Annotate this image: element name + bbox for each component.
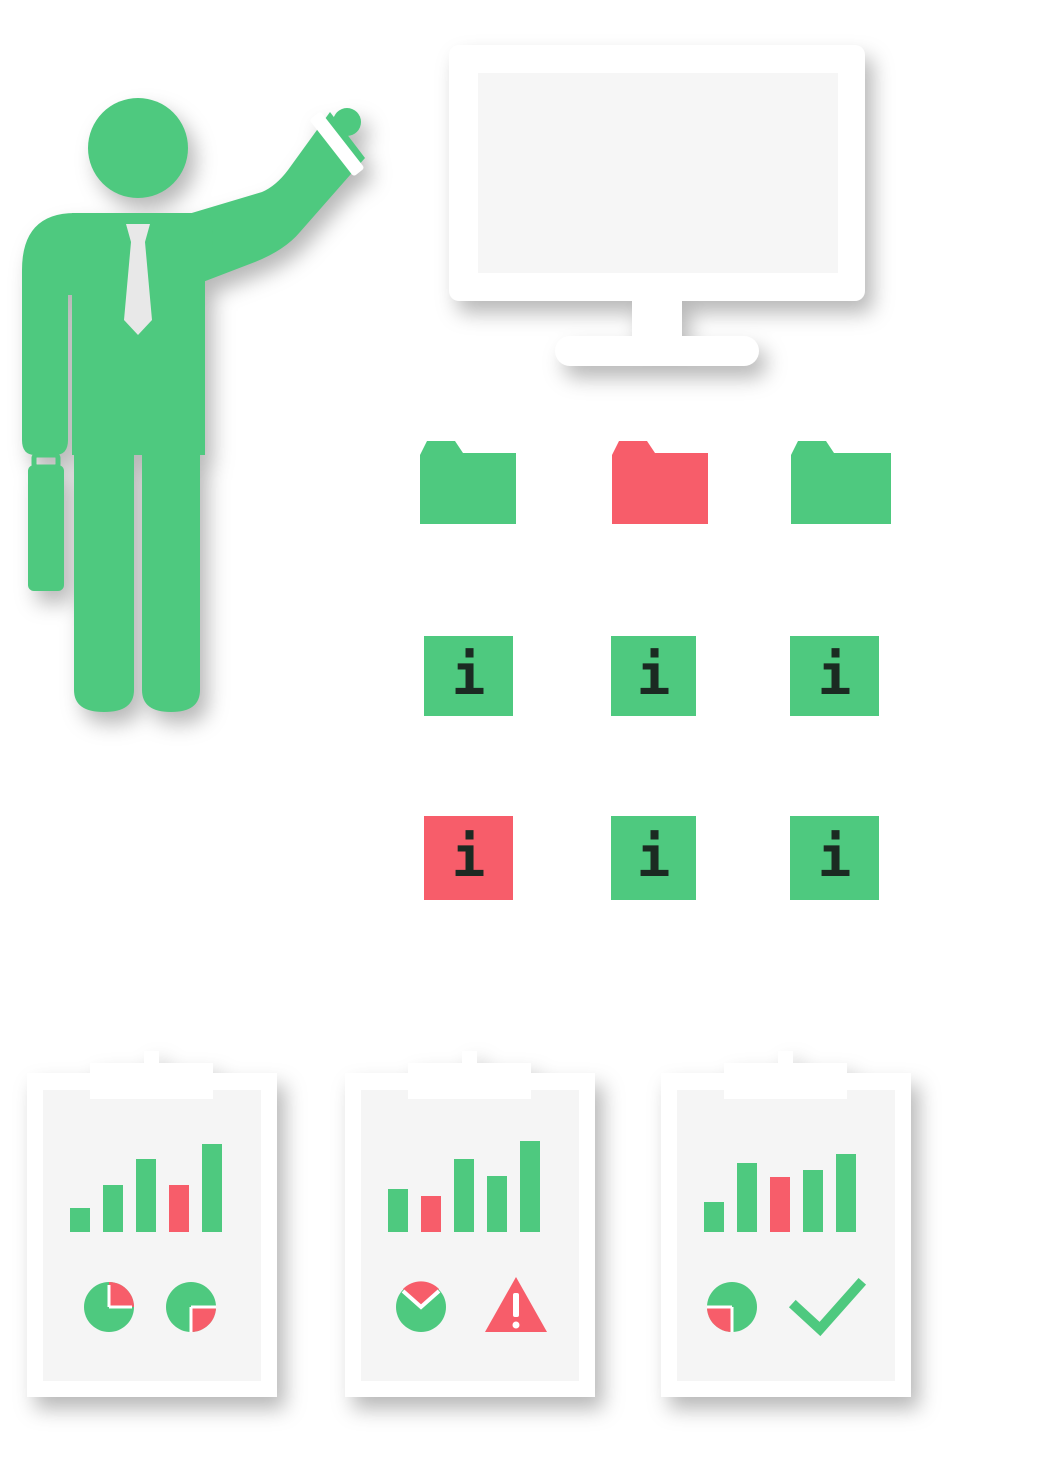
bar [803,1170,823,1232]
businessman-pointing-icon [22,98,365,712]
info-tile: i [611,636,696,716]
pie-check-icon [396,1281,446,1332]
clipboard [27,1051,277,1397]
bar [454,1159,474,1232]
clipboard [345,1051,595,1397]
bar [202,1144,222,1232]
bar [421,1196,441,1232]
monitor-icon [449,45,865,366]
info-icon: i [636,825,671,890]
warning-icon [485,1277,547,1332]
info-tile: i [790,816,879,900]
checkmark-icon [788,1277,867,1337]
folder-icon [791,441,891,524]
info-icon: i [451,643,486,708]
pie-chart-icon [84,1282,134,1332]
info-icon: i [636,643,671,708]
monitor-stand-icon [555,300,759,366]
pie-chart-icon [166,1282,216,1332]
bar [103,1185,123,1232]
briefcase-icon [28,455,64,591]
info-icon: i [451,825,486,890]
info-tile: i [424,816,513,900]
info-icon: i [817,643,852,708]
pie-chart-icon [707,1282,757,1332]
folder-icon [612,441,708,524]
bar [770,1177,790,1232]
info-icon: i [817,825,852,890]
clipboard [661,1051,911,1397]
bar [520,1141,540,1232]
bar [136,1159,156,1232]
bar [704,1202,724,1232]
bar [70,1208,90,1232]
bar [169,1185,189,1232]
bar [487,1176,507,1232]
info-tile: i [611,816,696,900]
bar [737,1163,757,1232]
info-tile: i [790,636,879,716]
info-tile: i [424,636,513,716]
bar [836,1154,856,1232]
bar [388,1189,408,1232]
folder-icon [420,441,516,524]
